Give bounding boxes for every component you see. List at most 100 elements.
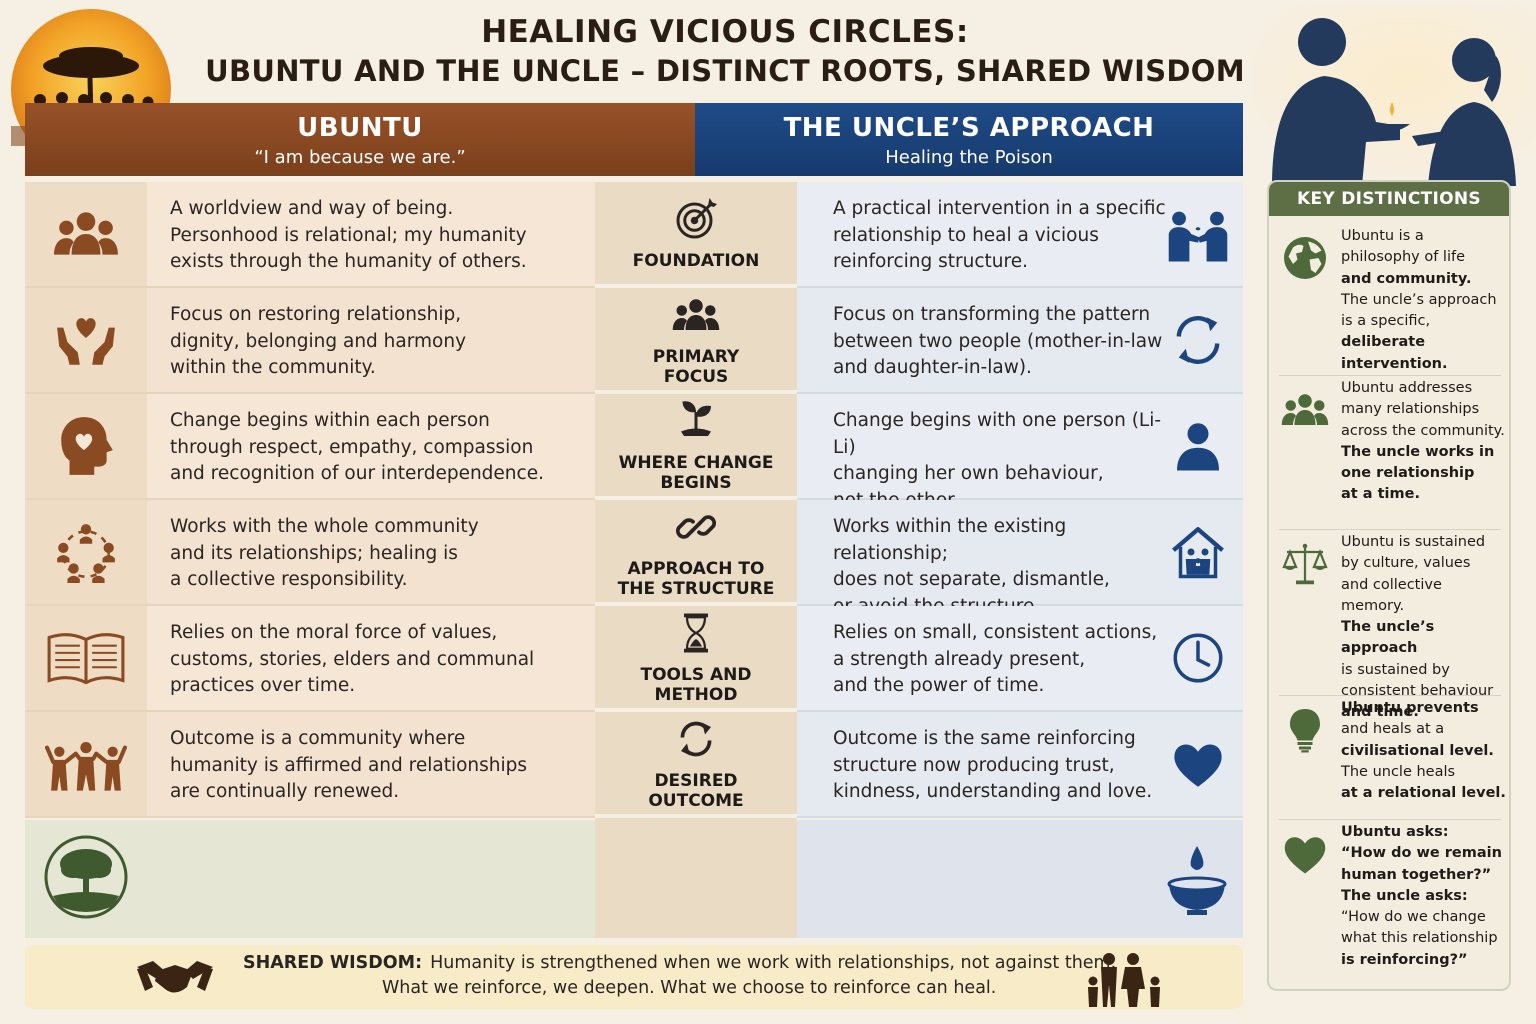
uncle-row-text: Relies on small, consistent actions, a st… (833, 620, 1178, 700)
uncle-subtitle: Healing the Poison (885, 147, 1053, 168)
ubuntu-row: A worldview and way of being.Personhood … (25, 182, 595, 288)
key-distinction-line: Ubuntu addresses (1341, 380, 1473, 396)
aspect-label-line: TOOLS AND (640, 665, 752, 685)
person-icon (1167, 415, 1229, 477)
people-group-icon (672, 291, 720, 343)
aspect-label-line: DESIRED (654, 771, 738, 791)
people-group-icon (1281, 386, 1331, 436)
aspect-label-line: OUTCOME (648, 791, 744, 811)
uncle-row-text: A practical intervention in a specific re… (833, 196, 1178, 276)
key-distinction-line: and collective memory. (1341, 576, 1442, 614)
key-distinction-line: The uncle’s approach (1341, 291, 1497, 308)
key-distinction-line: human together?” (1341, 866, 1492, 883)
ubuntu-row-line: and its relationships; healing is (170, 542, 458, 564)
ubuntu-row-text: A worldview and way of being.Personhood … (170, 196, 580, 276)
ubuntu-row-line: and recognition of our interdependence. (170, 463, 544, 484)
key-distinction-line: “How do we change (1341, 909, 1486, 926)
family-icon (1085, 951, 1167, 1007)
two-people-exchange-icon (1167, 203, 1229, 265)
ubuntu-row: Focus on restoring relationship,dignity,… (25, 288, 595, 394)
key-distinction-line: The uncle heals (1341, 763, 1456, 780)
ubuntu-row-text: Relies on the moral force of values,cust… (170, 620, 580, 700)
ubuntu-row-line: Personhood is relational; my humanity (170, 224, 527, 246)
key-distinction-line: across the community. (1341, 422, 1505, 439)
key-distinction-line: “How do we remain (1341, 845, 1502, 862)
uncle-row: A practical intervention in a specific re… (797, 182, 1243, 288)
uncle-row-line: structure now producing trust, (833, 754, 1115, 776)
hands-heart-icon (25, 288, 147, 392)
aspect-label-line: WHERE CHANGE (618, 453, 774, 473)
uncle-row-line: a strength already present, (833, 648, 1086, 670)
handshake-icon (135, 957, 215, 999)
uncle-row-line: A practical intervention in a specific (833, 198, 1166, 219)
key-distinction-line: is reinforcing?” (1341, 951, 1468, 968)
key-distinction-line: Ubuntu is sustained (1341, 534, 1486, 550)
uncle-row-line: kindness, understanding and love. (833, 781, 1153, 802)
shared-wisdom-label: SHARED WISDOM: (243, 953, 423, 973)
hourglass-icon (672, 609, 720, 661)
ubuntu-row-line: within the community. (170, 357, 376, 378)
ubuntu-row-line: are continually renewed. (170, 781, 400, 802)
ubuntu-row-line: practices over time. (170, 675, 356, 696)
aspect-label-line: METHOD (654, 685, 738, 705)
ubuntu-essence (25, 820, 595, 938)
uncle-row-line: relationship to heal a vicious (833, 224, 1099, 246)
uncle-row-text: Change begins with one person (Li-Li)cha… (833, 408, 1178, 514)
community-circle-icon (25, 500, 147, 604)
aspect-label-line: APPROACH TO (627, 559, 765, 579)
key-distinction-line: and heals at a (1341, 721, 1445, 738)
aspect-label-line: BEGINS (660, 473, 732, 493)
page-title-line1: HEALING VICIOUS CIRCLES: (481, 14, 969, 50)
aspect-label-line: FOCUS (663, 367, 729, 387)
clock-icon (1167, 627, 1229, 689)
aspect-label-line: FOUNDATION (632, 251, 760, 271)
uncle-row: Relies on small, consistent actions, a st… (797, 606, 1243, 712)
key-distinction-line: is a specific, (1341, 313, 1431, 330)
uncle-row-line: does not separate, dismantle, (833, 569, 1110, 590)
key-distinction-line: consistent behaviour (1341, 683, 1494, 700)
aspect-label-line: THE STRUCTURE (617, 579, 775, 599)
renew-arrows-icon (672, 715, 720, 767)
uncle-row-line: Relies on small, consistent actions, (833, 622, 1158, 643)
ubuntu-row-line: dignity, belonging and harmony (170, 330, 467, 352)
uncle-row-line: and the power of time. (833, 675, 1045, 696)
aspect-label-cell: FOUNDATION (595, 182, 797, 288)
uncle-essence (797, 820, 1243, 938)
ubuntu-row-text: Focus on restoring relationship,dignity,… (170, 302, 580, 382)
shared-wisdom-line2: What we reinforce, we deepen. What we ch… (382, 978, 997, 998)
key-distinction-line: deliberate intervention. (1341, 334, 1448, 372)
tree-icon (43, 834, 129, 920)
uncle-row-line: changing her own behaviour, (833, 463, 1104, 484)
key-distinction-line: and time. (1341, 704, 1419, 721)
ubuntu-row-line: exists through the humanity of others. (170, 251, 527, 272)
uncle-offering-bowl-illustration (1252, 6, 1536, 186)
key-distinction-line: and community. (1341, 270, 1472, 287)
key-distinction-line: what this relationship (1341, 930, 1498, 947)
cycle-arrows-icon (1167, 309, 1229, 371)
ubuntu-column: A worldview and way of being.Personhood … (25, 182, 595, 938)
key-distinctions-title: KEY DISTINCTIONS (1269, 182, 1509, 216)
key-distinction-line: civilisational level. (1341, 742, 1494, 759)
key-distinction-line: The uncle works in (1341, 443, 1495, 460)
uncle-row-line: between two people (mother-in-law (833, 330, 1163, 352)
key-distinction-line: The uncle’s approach (1341, 619, 1435, 657)
uncle-row-line: reinforcing structure. (833, 251, 1028, 272)
